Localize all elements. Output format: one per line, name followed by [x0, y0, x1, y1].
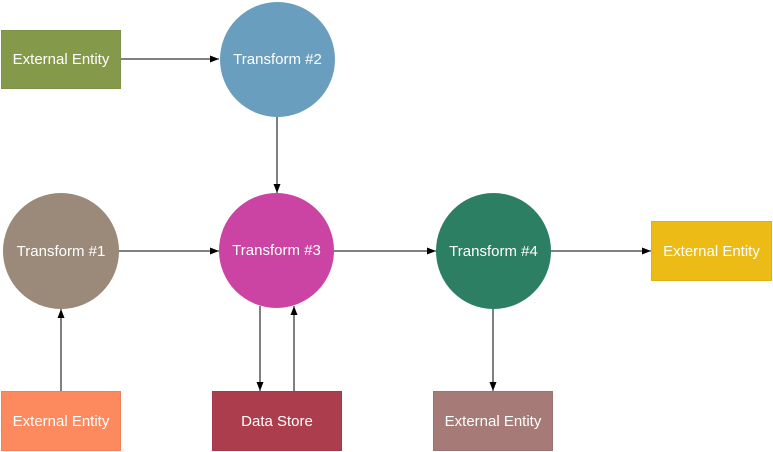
data-store[interactable]: Data Store — [212, 391, 342, 451]
transform-1-label: Transform #1 — [16, 242, 106, 260]
transform-4-label: Transform #4 — [449, 242, 538, 260]
transform-4-circle[interactable]: Transform #4 — [436, 193, 551, 309]
transform-3-label: Transform #3 — [232, 242, 321, 259]
external-entity-top-left[interactable]: External Entity — [1, 30, 121, 89]
data-store-label: Data Store — [241, 412, 313, 430]
transform-3-circle[interactable]: Transform #3 — [219, 193, 334, 308]
transform-2-label: Transform #2 — [233, 51, 322, 68]
external-entity-bottom-left[interactable]: External Entity — [1, 391, 121, 451]
external-entity-label: External Entity — [12, 412, 110, 430]
transform-1-circle[interactable]: Transform #1 — [3, 193, 119, 309]
external-entity-bottom-mid[interactable]: External Entity — [433, 391, 553, 451]
external-entity-label: External Entity — [663, 242, 760, 260]
external-entity-label: External Entity — [444, 412, 542, 430]
transform-2-circle[interactable]: Transform #2 — [220, 2, 335, 117]
external-entity-right[interactable]: External Entity — [651, 221, 772, 281]
external-entity-label: External Entity — [12, 51, 110, 68]
